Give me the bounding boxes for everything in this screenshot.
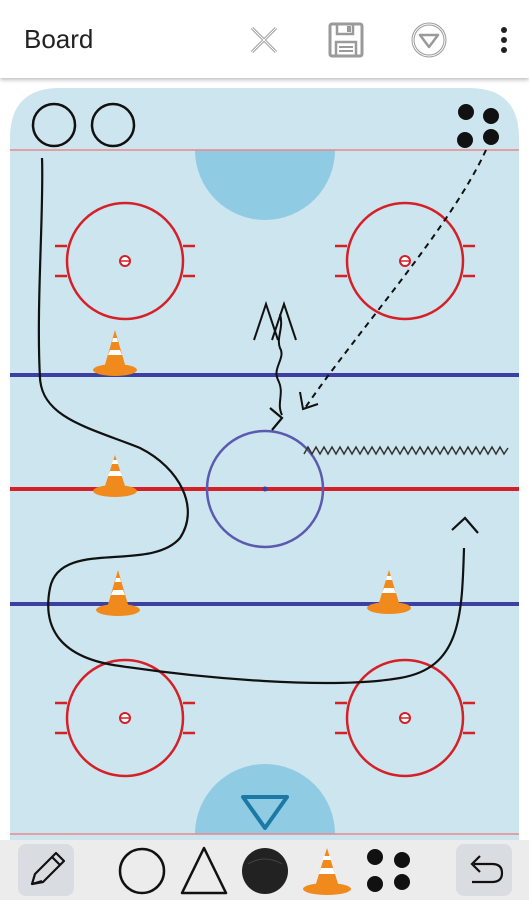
close-icon[interactable]	[244, 20, 284, 60]
faceoff-circle-bottom-right	[335, 658, 475, 778]
arrow-head	[451, 516, 479, 534]
skating-path	[37, 157, 466, 685]
faceoff-circle-bottom-left	[55, 658, 195, 778]
undo-icon	[470, 855, 504, 884]
undo-button[interactable]	[456, 844, 512, 896]
puck-icon	[242, 848, 288, 894]
ice-surface	[10, 88, 519, 840]
dots-tool-button[interactable]	[362, 844, 418, 896]
arrow-head	[299, 391, 319, 411]
cone-marker	[96, 570, 140, 616]
filter-icon[interactable]	[409, 20, 449, 60]
cone-tool-button[interactable]	[300, 844, 356, 896]
player-circle-marker	[90, 102, 136, 148]
faceoff-circle-top-right	[335, 201, 475, 321]
triangle-tool-button[interactable]	[176, 844, 232, 896]
goal-triangle-marker	[241, 795, 289, 830]
cone-icon	[303, 848, 351, 895]
more-vert-icon[interactable]	[493, 24, 515, 56]
faceoff-circle-top-left	[55, 201, 195, 321]
circle-icon	[118, 847, 166, 895]
double-arrow-head	[271, 300, 297, 341]
bottom-goal-crease	[195, 764, 335, 834]
dots-icon	[367, 849, 410, 892]
tool-palette	[0, 840, 529, 900]
app-bar: Board	[0, 0, 529, 78]
backward-skating-path	[303, 445, 509, 456]
pencil-icon	[30, 851, 66, 886]
cone-marker	[93, 455, 137, 497]
circle-tool-button[interactable]	[114, 844, 170, 896]
page-title: Board	[24, 24, 94, 54]
puck-tool-button[interactable]	[238, 844, 294, 896]
pass-path	[304, 149, 487, 409]
double-arrow-head	[253, 300, 279, 341]
player-circle-marker	[31, 102, 77, 148]
pencil-tool-button[interactable]	[18, 844, 74, 896]
triangle-icon	[180, 846, 228, 895]
cone-marker	[93, 330, 137, 376]
rink-board[interactable]	[0, 78, 529, 840]
dots-marker	[457, 104, 499, 148]
cone-marker	[367, 570, 411, 614]
center-circle	[205, 429, 325, 549]
puck-carry-path	[275, 313, 283, 416]
top-goal-crease	[195, 150, 335, 220]
center-dot	[262, 486, 268, 492]
save-icon[interactable]	[326, 20, 366, 60]
